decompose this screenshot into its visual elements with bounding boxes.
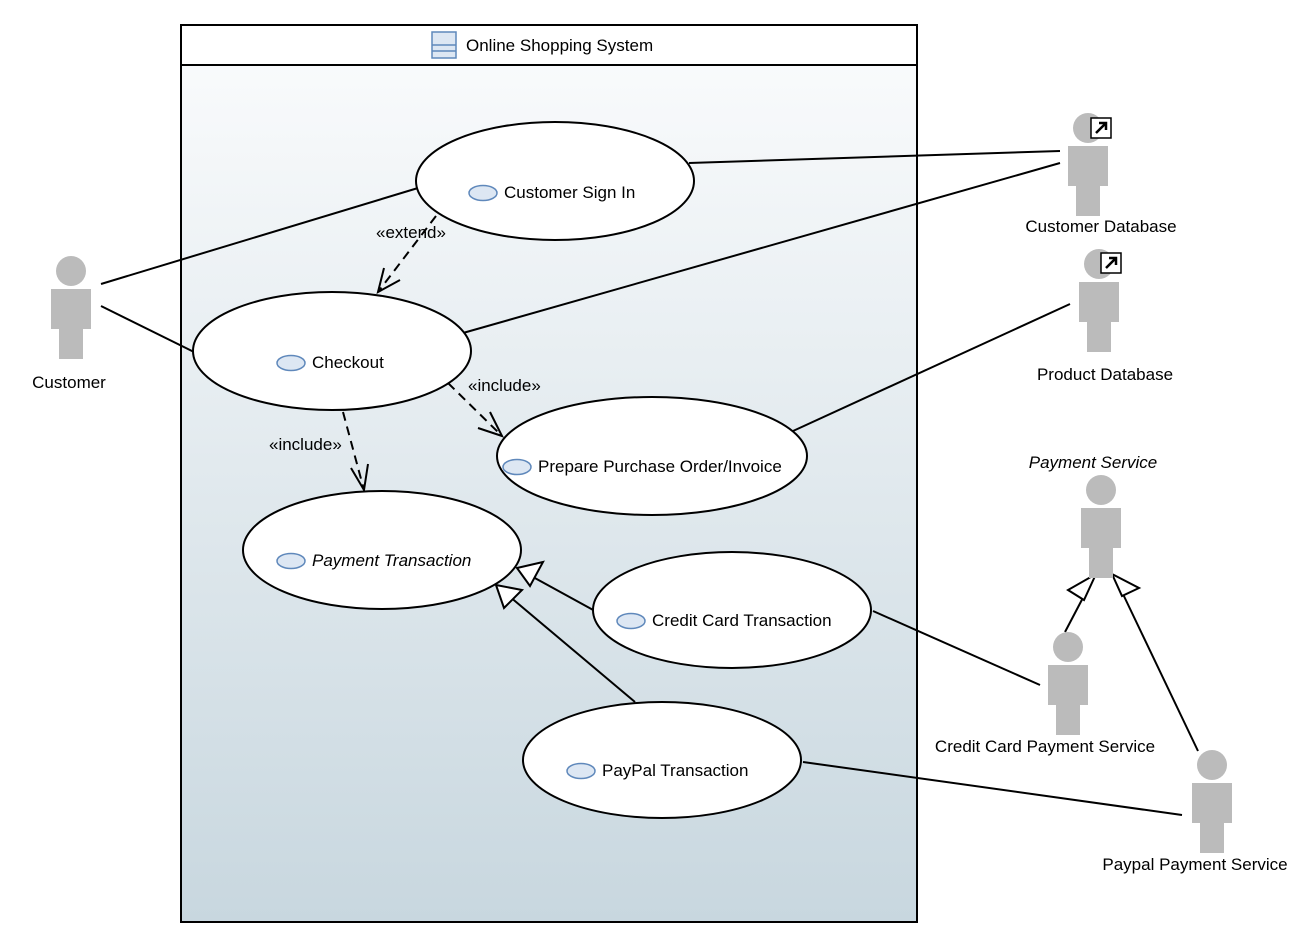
gen-paypal-payment-arrowhead [494,583,525,610]
usecase-label: Prepare Purchase Order/Invoice [538,457,782,476]
extend-line [377,215,437,293]
shortcut-icon [1099,251,1123,275]
usecase-icon [468,184,498,202]
gen-paypalservice-payment-arrowhead [1109,571,1142,598]
usecase-label: PayPal Transaction [602,761,748,780]
usecase-customer-sign-in[interactable]: Customer Sign In [415,121,695,241]
gen-ccservice-payment-arrowhead [1066,571,1099,602]
include-payment-label: «include» [269,435,342,454]
usecase-label: Checkout [312,353,384,372]
extend-label: «extend» [376,223,446,242]
assoc-customer-checkout [100,305,195,353]
generalizations-actors [1064,571,1199,752]
usecase-icon [276,552,306,570]
gen-paypalservice-payment-line [1121,591,1199,752]
assoc-signin-customerdb [688,150,1061,164]
actor-customer-database[interactable]: Customer Database [1025,113,1177,236]
usecase-icon [566,762,596,780]
actor-icon [51,256,91,359]
usecase-icon [502,458,532,476]
actor-payment-service[interactable]: Payment Service [1029,453,1158,578]
actor-label: Customer Database [1025,217,1176,236]
dependencies: «extend» «include» «include» [269,215,541,493]
actor-label: Product Database [1037,365,1173,384]
usecase-checkout[interactable]: Checkout [192,291,472,411]
assoc-customer-signin [100,187,419,285]
actor-credit-card-payment-service[interactable]: Credit Card Payment Service [935,632,1155,756]
assoc-checkout-customerdb [462,162,1061,334]
usecase-payment-transaction[interactable]: Payment Transaction [242,490,522,610]
actor-icon [1192,750,1232,853]
usecase-label: Payment Transaction [312,551,471,570]
generalizations-usecases [494,560,636,703]
gen-cc-payment-line [532,576,596,612]
include-payment-line [342,411,365,491]
assoc-po-productdb [792,303,1071,432]
extend-arrowhead [376,267,401,294]
usecase-credit-card-transaction[interactable]: Credit Card Transaction [592,551,872,669]
gen-cc-payment-arrowhead [515,560,545,588]
actor-label: Customer [32,373,106,392]
actor-paypal-payment-service[interactable]: Paypal Payment Service [1102,750,1288,874]
actor-customer[interactable]: Customer [32,256,106,392]
usecase-icon [616,612,646,630]
associations [100,150,1183,816]
usecase-label: Customer Sign In [504,183,635,202]
actor-label: Credit Card Payment Service [935,737,1155,756]
actor-label: Paypal Payment Service [1102,855,1287,874]
gen-paypal-payment-line [508,595,636,703]
assoc-paypal-paypalservice [802,761,1183,816]
subsystem-icon [431,31,457,59]
usecase-paypal-transaction[interactable]: PayPal Transaction [522,701,802,819]
actor-icon [1081,475,1121,578]
usecase-label: Credit Card Transaction [652,611,832,630]
assoc-cc-ccservice [872,610,1041,686]
usecase-icon [276,354,306,372]
shortcut-icon [1089,116,1113,140]
include-po-line [447,382,503,437]
system-title: Online Shopping System [466,36,653,55]
actor-product-database[interactable]: Product Database [1037,249,1173,384]
usecase-prepare-purchase-order[interactable]: Prepare Purchase Order/Invoice [496,396,808,516]
actor-label: Payment Service [1029,453,1158,472]
include-payment-arrowhead [350,463,369,493]
include-po-arrowhead [477,411,504,438]
actor-icon [1048,632,1088,735]
include-po-label: «include» [468,376,541,395]
